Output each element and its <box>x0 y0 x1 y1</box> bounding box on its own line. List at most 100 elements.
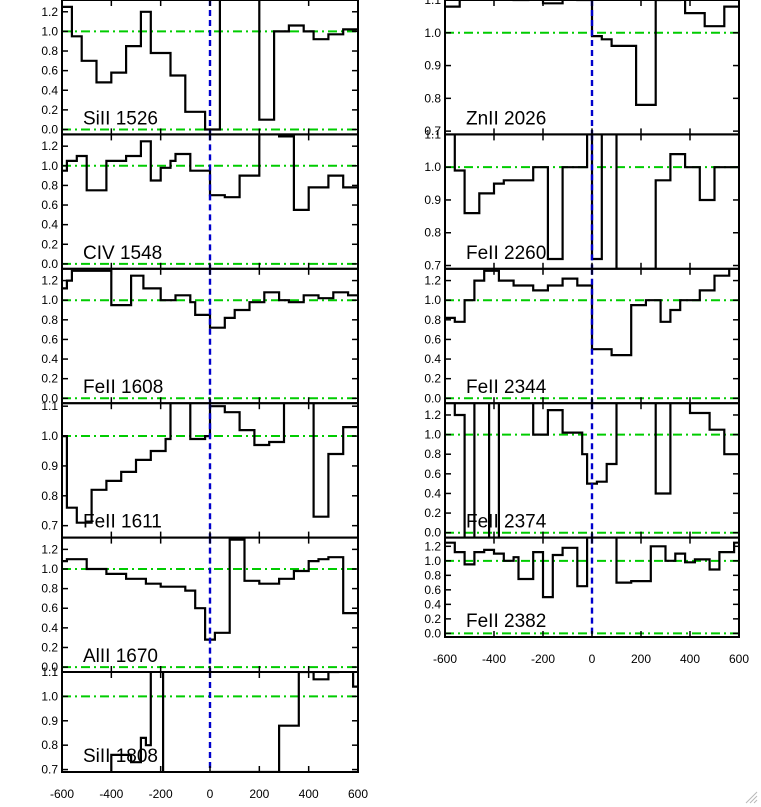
y-tick-label: 1.1 <box>424 127 441 141</box>
x-tick-label: -200 <box>531 652 555 666</box>
y-tick-label: 1.2 <box>424 539 441 553</box>
x-tick-label: 200 <box>249 787 269 801</box>
y-tick-label: 0.9 <box>424 193 441 207</box>
spectrum-line <box>445 134 739 269</box>
y-tick-label: 1.0 <box>41 689 58 703</box>
ion-label: AlII 1670 <box>83 646 158 667</box>
spectrum-line <box>453 403 739 538</box>
y-tick-label: 1.0 <box>41 159 58 173</box>
y-tick-label: 0.8 <box>424 226 441 240</box>
x-tick-label: 600 <box>348 787 368 801</box>
y-tick-label: 1.0 <box>424 26 441 40</box>
y-tick-label: 1.0 <box>41 293 58 307</box>
y-tick-label: 0.6 <box>424 583 441 597</box>
y-tick-label: 0.9 <box>41 714 58 728</box>
y-tick-label: 1.0 <box>424 554 441 568</box>
y-tick-label: 0.6 <box>41 601 58 615</box>
ion-label: ZnII 2026 <box>466 108 546 129</box>
y-tick-label: 0.8 <box>41 44 58 58</box>
x-tick-label: 200 <box>631 652 651 666</box>
y-tick-label: 0.6 <box>41 332 58 346</box>
y-tick-label: 0.4 <box>424 486 441 500</box>
x-tick-label: 0 <box>207 787 214 801</box>
ion-label: SiII 1808 <box>83 746 158 767</box>
y-tick-label: 0.2 <box>424 372 441 386</box>
y-tick-label: 1.1 <box>41 399 58 413</box>
y-tick-label: 1.0 <box>41 429 58 443</box>
y-tick-label: 1.0 <box>41 562 58 576</box>
y-tick-label: 0.8 <box>41 313 58 327</box>
y-tick-label: 1.2 <box>424 274 441 288</box>
y-tick-label: 1.2 <box>424 408 441 422</box>
y-tick-label: 0.0 <box>41 391 58 405</box>
x-tick-label: -400 <box>482 652 506 666</box>
y-tick-label: 0.2 <box>41 372 58 386</box>
y-tick-label: 0.8 <box>424 447 441 461</box>
y-tick-label: 0.8 <box>424 313 441 327</box>
y-tick-label: 0.8 <box>424 91 441 105</box>
y-tick-label: 0.0 <box>424 526 441 540</box>
y-tick-label: 0.9 <box>41 459 58 473</box>
y-tick-label: 0.4 <box>424 352 441 366</box>
spectrum-line <box>62 538 358 641</box>
ion-label: FeII 1611 <box>83 512 162 533</box>
y-tick-label: 0.0 <box>41 122 58 136</box>
y-tick-label: 0.8 <box>424 568 441 582</box>
x-tick-label: -600 <box>50 787 74 801</box>
spectrum-line <box>445 0 739 106</box>
ion-label: CIV 1548 <box>83 243 162 264</box>
y-tick-label: 0.2 <box>41 103 58 117</box>
y-tick-label: 0.4 <box>41 621 58 635</box>
y-tick-label: 0.6 <box>424 332 441 346</box>
spectrum-line <box>445 268 731 357</box>
spectrum-line <box>62 134 358 211</box>
spectrum-line <box>62 0 358 131</box>
x-tick-label: 0 <box>589 652 596 666</box>
y-tick-label: 0.9 <box>424 59 441 73</box>
y-tick-label: 0.4 <box>41 218 58 232</box>
y-tick-label: 0.8 <box>41 178 58 192</box>
y-tick-label: 0.2 <box>41 640 58 654</box>
ion-label: FeII 2382 <box>466 611 546 632</box>
y-tick-label: 0.4 <box>41 352 58 366</box>
y-tick-label: 1.2 <box>41 274 58 288</box>
x-tick-label: -400 <box>99 787 123 801</box>
x-tick-label: 600 <box>729 652 749 666</box>
spectrum-line <box>110 672 358 772</box>
y-tick-label: 0.2 <box>41 237 58 251</box>
ion-label: SiII 1526 <box>83 108 158 129</box>
y-tick-label: 1.0 <box>424 293 441 307</box>
y-tick-label: 0.7 <box>424 124 441 138</box>
y-tick-label: 0.0 <box>41 660 58 674</box>
y-tick-label: 0.2 <box>424 612 441 626</box>
y-tick-label: 0.8 <box>41 489 58 503</box>
spectrum-line <box>445 537 739 599</box>
x-tick-label: 400 <box>299 787 319 801</box>
y-tick-label: 0.6 <box>424 467 441 481</box>
y-tick-label: 0.7 <box>424 259 441 273</box>
y-tick-label: 0.6 <box>41 64 58 78</box>
y-tick-label: 0.4 <box>424 597 441 611</box>
y-tick-label: 1.2 <box>41 542 58 556</box>
y-tick-label: 0.8 <box>41 738 58 752</box>
x-tick-label: -200 <box>149 787 173 801</box>
y-tick-label: 0.4 <box>41 83 58 97</box>
ion-label: FeII 2374 <box>466 512 547 533</box>
y-tick-label: 0.0 <box>424 626 441 640</box>
y-tick-label: 1.0 <box>41 24 58 38</box>
y-tick-label: 0.0 <box>424 391 441 405</box>
y-tick-label: 0.0 <box>41 257 58 271</box>
y-tick-label: 0.7 <box>41 519 58 533</box>
y-tick-label: 0.2 <box>424 506 441 520</box>
panel-znii-2026: 0.7 0.8 0.9 1.0 1.1 ZnII 2026 <box>424 0 740 138</box>
y-tick-label: 1.1 <box>41 665 58 679</box>
ion-label: FeII 2344 <box>466 377 547 398</box>
y-tick-label: 0.7 <box>41 763 58 777</box>
